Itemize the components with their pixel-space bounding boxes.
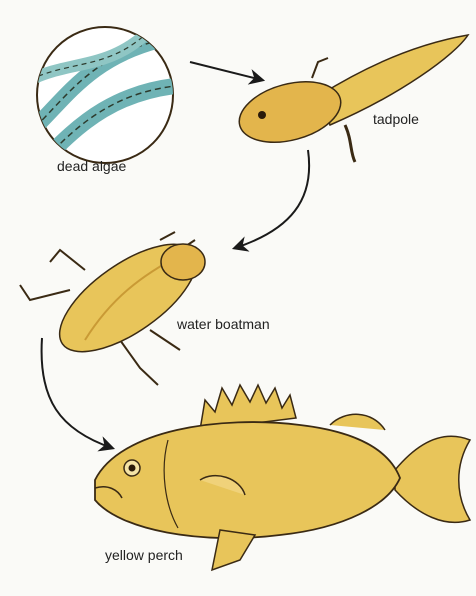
tadpole-label: tadpole	[373, 111, 419, 127]
arrow-algae-to-tadpole	[190, 62, 262, 80]
dead-algae-label: dead algae	[57, 158, 126, 174]
dead-algae-illustration	[20, 27, 185, 165]
arrow-boatman-to-perch	[42, 338, 112, 448]
yellow-perch-illustration	[95, 385, 470, 570]
arrow-tadpole-to-boatman	[235, 150, 309, 248]
water-boatman-illustration	[20, 224, 213, 385]
yellow-perch-label: yellow perch	[105, 547, 183, 563]
water-boatman-label: water boatman	[177, 316, 270, 332]
tadpole-illustration	[233, 35, 468, 162]
